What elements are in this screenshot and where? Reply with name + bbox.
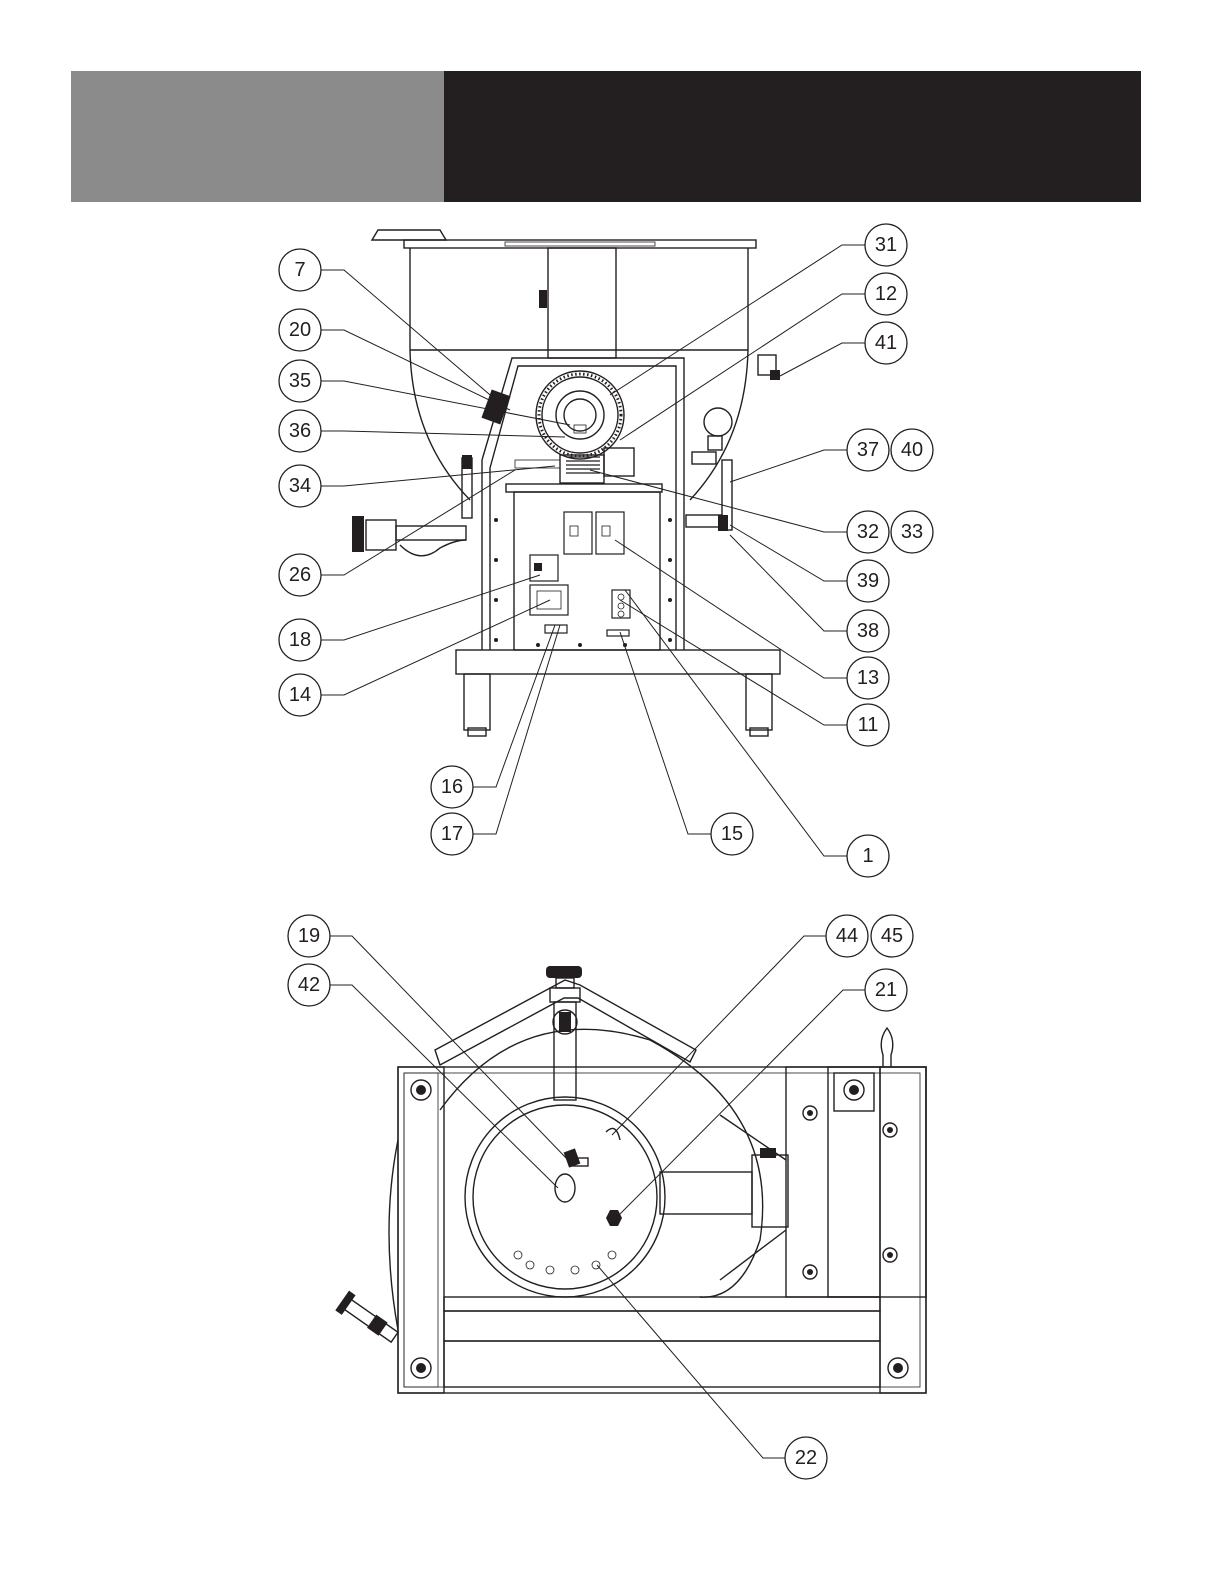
svg-text:38: 38 (857, 620, 879, 642)
callout-17: 17 (431, 813, 473, 855)
svg-text:7: 7 (294, 259, 305, 281)
svg-text:39: 39 (857, 570, 879, 592)
svg-text:40: 40 (901, 439, 923, 461)
svg-text:14: 14 (289, 684, 311, 706)
callout-34: 34 (279, 465, 321, 507)
svg-text:12: 12 (875, 283, 897, 305)
callout-44: 44 (826, 915, 868, 957)
callout-31: 31 (865, 224, 907, 266)
svg-text:26: 26 (289, 564, 311, 586)
callout-12: 12 (865, 273, 907, 315)
callout-18: 18 (279, 619, 321, 661)
svg-text:45: 45 (881, 925, 903, 947)
callout-38: 38 (847, 610, 889, 652)
callout-20: 20 (279, 309, 321, 351)
callout-22: 22 (785, 1437, 827, 1479)
callout-37: 37 (847, 429, 889, 471)
svg-text:13: 13 (857, 667, 879, 689)
callout-41: 41 (865, 322, 907, 364)
callout-35: 35 (279, 360, 321, 402)
svg-text:36: 36 (289, 420, 311, 442)
callout-11: 11 (847, 704, 889, 746)
callout-26: 26 (279, 554, 321, 596)
callout-13: 13 (847, 657, 889, 699)
svg-text:37: 37 (857, 439, 879, 461)
svg-text:18: 18 (289, 629, 311, 651)
svg-text:22: 22 (795, 1447, 817, 1469)
callout-45: 45 (871, 915, 913, 957)
svg-text:34: 34 (289, 475, 311, 497)
svg-text:32: 32 (857, 521, 879, 543)
svg-text:44: 44 (836, 925, 858, 947)
svg-text:31: 31 (875, 234, 897, 256)
top-view-drawing (335, 966, 926, 1393)
svg-text:16: 16 (441, 776, 463, 798)
svg-text:21: 21 (875, 979, 897, 1001)
callout-36: 36 (279, 410, 321, 452)
callout-1: 1 (847, 835, 889, 877)
svg-text:17: 17 (441, 823, 463, 845)
svg-text:11: 11 (858, 714, 879, 736)
front-view-leaders (321, 245, 865, 856)
svg-text:1: 1 (862, 845, 873, 867)
svg-text:20: 20 (289, 319, 311, 341)
svg-text:15: 15 (721, 823, 743, 845)
svg-text:42: 42 (298, 974, 320, 996)
callout-15: 15 (711, 813, 753, 855)
svg-text:35: 35 (289, 370, 311, 392)
callout-33: 33 (891, 511, 933, 553)
callout-19: 19 (288, 915, 330, 957)
callout-21: 21 (865, 969, 907, 1011)
callout-14: 14 (279, 674, 321, 716)
svg-text:19: 19 (298, 925, 320, 947)
callout-32: 32 (847, 511, 889, 553)
svg-text:41: 41 (875, 332, 897, 354)
callout-40: 40 (891, 429, 933, 471)
front-view-drawing (352, 230, 780, 736)
callout-7: 7 (279, 249, 321, 291)
callout-39: 39 (847, 560, 889, 602)
svg-text:33: 33 (901, 521, 923, 543)
callout-42: 42 (288, 964, 330, 1006)
top-view-leaders (330, 936, 865, 1458)
callout-16: 16 (431, 766, 473, 808)
